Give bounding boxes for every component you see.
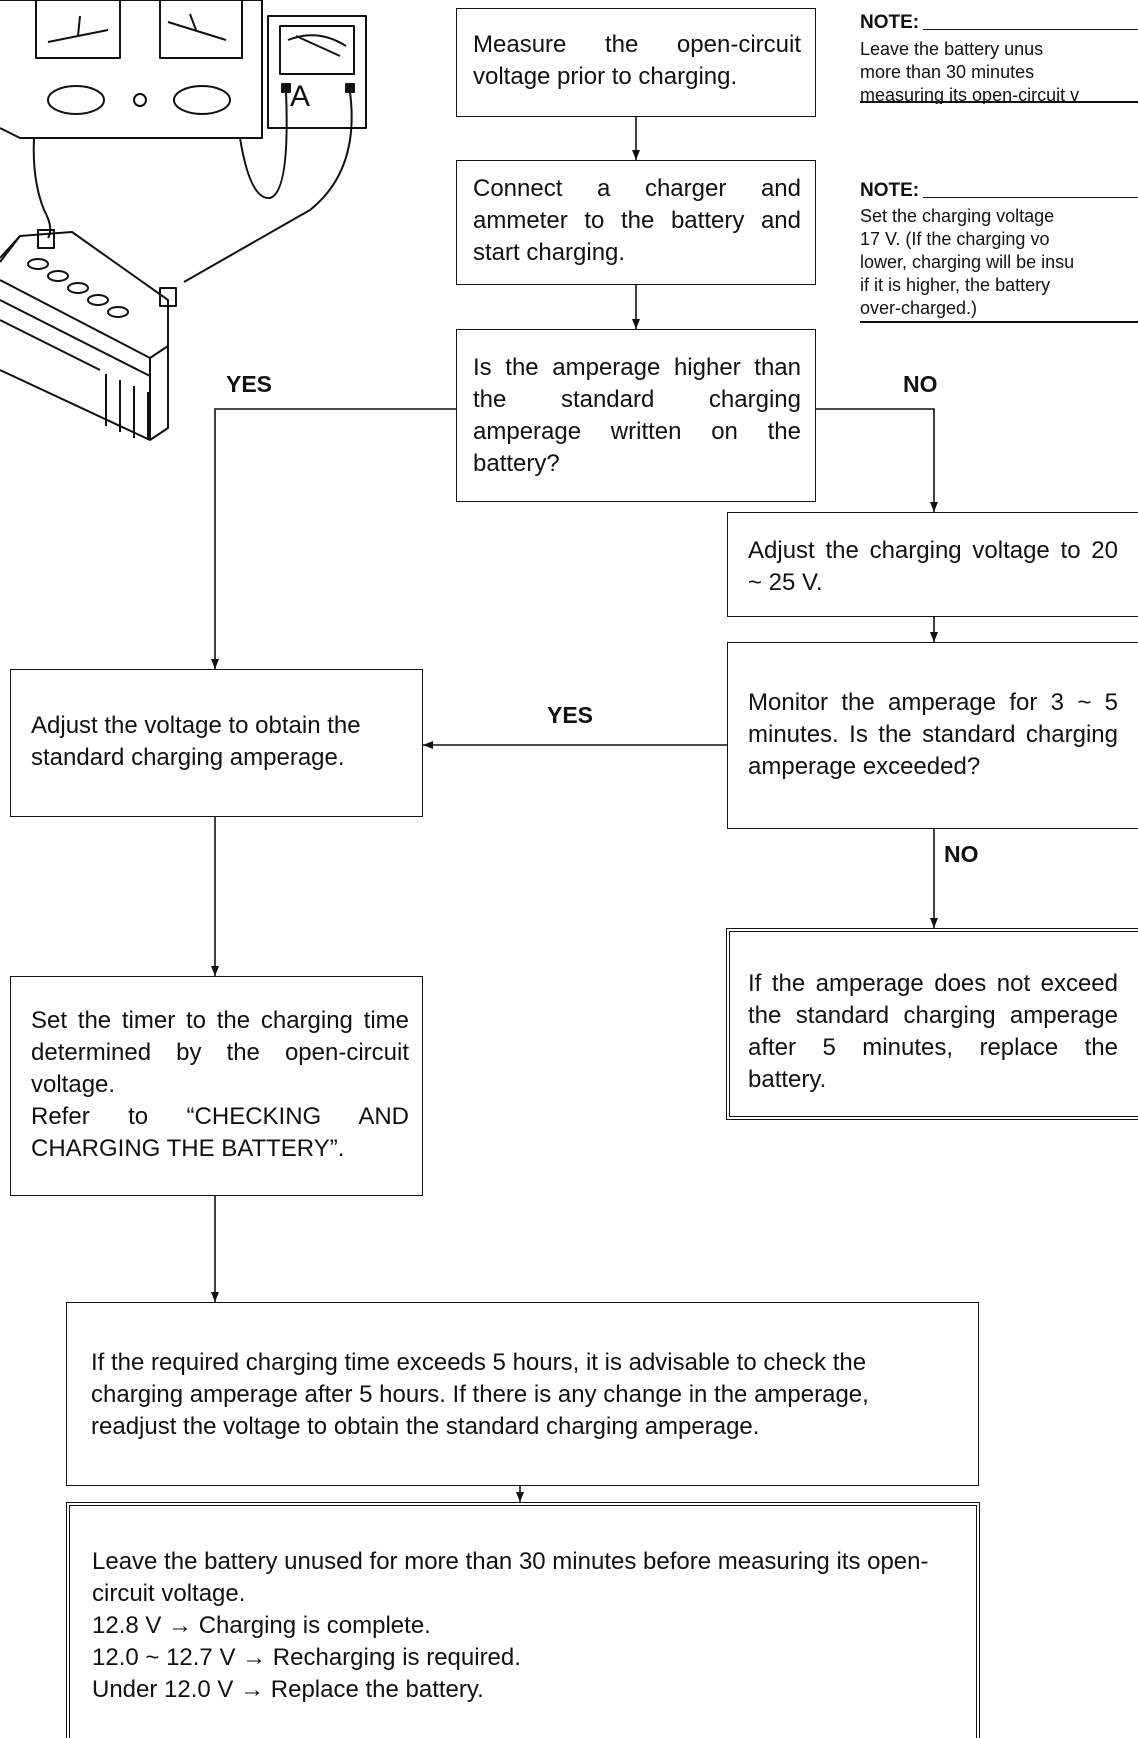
final-check-line: 12.8 V → Charging is complete.: [92, 1612, 431, 1639]
yes-label-left: YES: [226, 371, 273, 397]
replace-battery-text: If the amperage does not exceed the stan…: [748, 970, 1118, 1093]
final-check-line: Leave the battery unused for more than 3…: [92, 1548, 929, 1607]
no-label-lower: NO: [944, 841, 979, 867]
note-header: NOTE:: [860, 180, 1138, 202]
note-end-rule: [860, 101, 1138, 103]
set-timer-reference: Refer to “CHECKING AND CHARGING THE BATT…: [31, 1103, 409, 1162]
note-end-rule: [860, 321, 1138, 323]
note-line: over-charged.): [860, 298, 978, 318]
monitor-amperage-box: Monitor the amperage for 3 ~ 5 minutes. …: [727, 642, 1138, 829]
final-check-line: 12.0 ~ 12.7 V → Recharging is required.: [92, 1644, 521, 1671]
note-line: 17 V. (If the charging vo: [860, 229, 1050, 249]
note-charging-voltage: NOTE: Set the charging voltage 17 V. (If…: [860, 180, 1138, 325]
adjust-charging-voltage-box: Adjust the charging voltage to 20 ~ 25 V…: [727, 512, 1138, 617]
required-time-text: If the required charging time exceeds 5 …: [91, 1349, 869, 1440]
ammeter-letter: A: [290, 80, 310, 113]
final-check-content: Leave the battery unused for more than 3…: [92, 1546, 954, 1706]
note-line: if it is higher, the battery: [860, 275, 1051, 295]
note-line: Leave the battery unus: [860, 39, 1044, 59]
note-line: Set the charging voltage: [860, 206, 1055, 226]
note-line: more than 30 minutes: [860, 62, 1035, 82]
monitor-amperage-text: Monitor the amperage for 3 ~ 5 minutes. …: [748, 689, 1118, 780]
set-timer-content: Set the timer to the charging time deter…: [31, 1005, 409, 1165]
note-line: measuring its open-circuit v: [860, 85, 1080, 104]
required-time-box: If the required charging time exceeds 5 …: [66, 1302, 979, 1486]
step-measure-box: Measure the open-circuit voltage prior t…: [456, 8, 816, 117]
final-check-box: Leave the battery unused for more than 3…: [66, 1502, 980, 1738]
adjust-voltage-text: Adjust the voltage to obtain the standar…: [31, 712, 361, 771]
step-measure-text: Measure the open-circuit voltage prior t…: [473, 31, 801, 90]
cable-ammeter-to-battery: [183, 91, 353, 283]
note-header: NOTE:: [860, 12, 1138, 34]
step-connect-text: Connect a charger and ammeter to the bat…: [473, 175, 801, 266]
arrow-question-yes: [211, 408, 456, 669]
replace-battery-box: If the amperage does not exceed the stan…: [726, 928, 1138, 1120]
note-leave-unused: NOTE: Leave the battery unus more than 3…: [860, 12, 1138, 104]
question-amperage-box: Is the amperage higher than the standard…: [456, 329, 816, 502]
question-amperage-text: Is the amperage higher than the standard…: [473, 354, 801, 477]
final-check-line: Under 12.0 V → Replace the battery.: [92, 1676, 484, 1703]
no-label-right: NO: [903, 371, 938, 397]
yes-label-mid: YES: [547, 702, 594, 728]
arrow-question-no: [816, 408, 938, 512]
adjust-charging-voltage-text: Adjust the charging voltage to 20 ~ 25 V…: [748, 537, 1118, 596]
set-timer-box: Set the timer to the charging time deter…: [10, 976, 423, 1196]
battery-icon: [0, 229, 177, 441]
charger-icon: [0, 0, 263, 139]
adjust-voltage-box: Adjust the voltage to obtain the standar…: [10, 669, 423, 817]
note-line: lower, charging will be insu: [860, 252, 1075, 272]
ammeter-icon: [267, 15, 367, 129]
cable-charger-to-ammeter: [239, 91, 288, 200]
cable-charger-to-battery: [32, 137, 52, 239]
step-connect-box: Connect a charger and ammeter to the bat…: [456, 160, 816, 285]
set-timer-text: Set the timer to the charging time deter…: [31, 1007, 409, 1098]
